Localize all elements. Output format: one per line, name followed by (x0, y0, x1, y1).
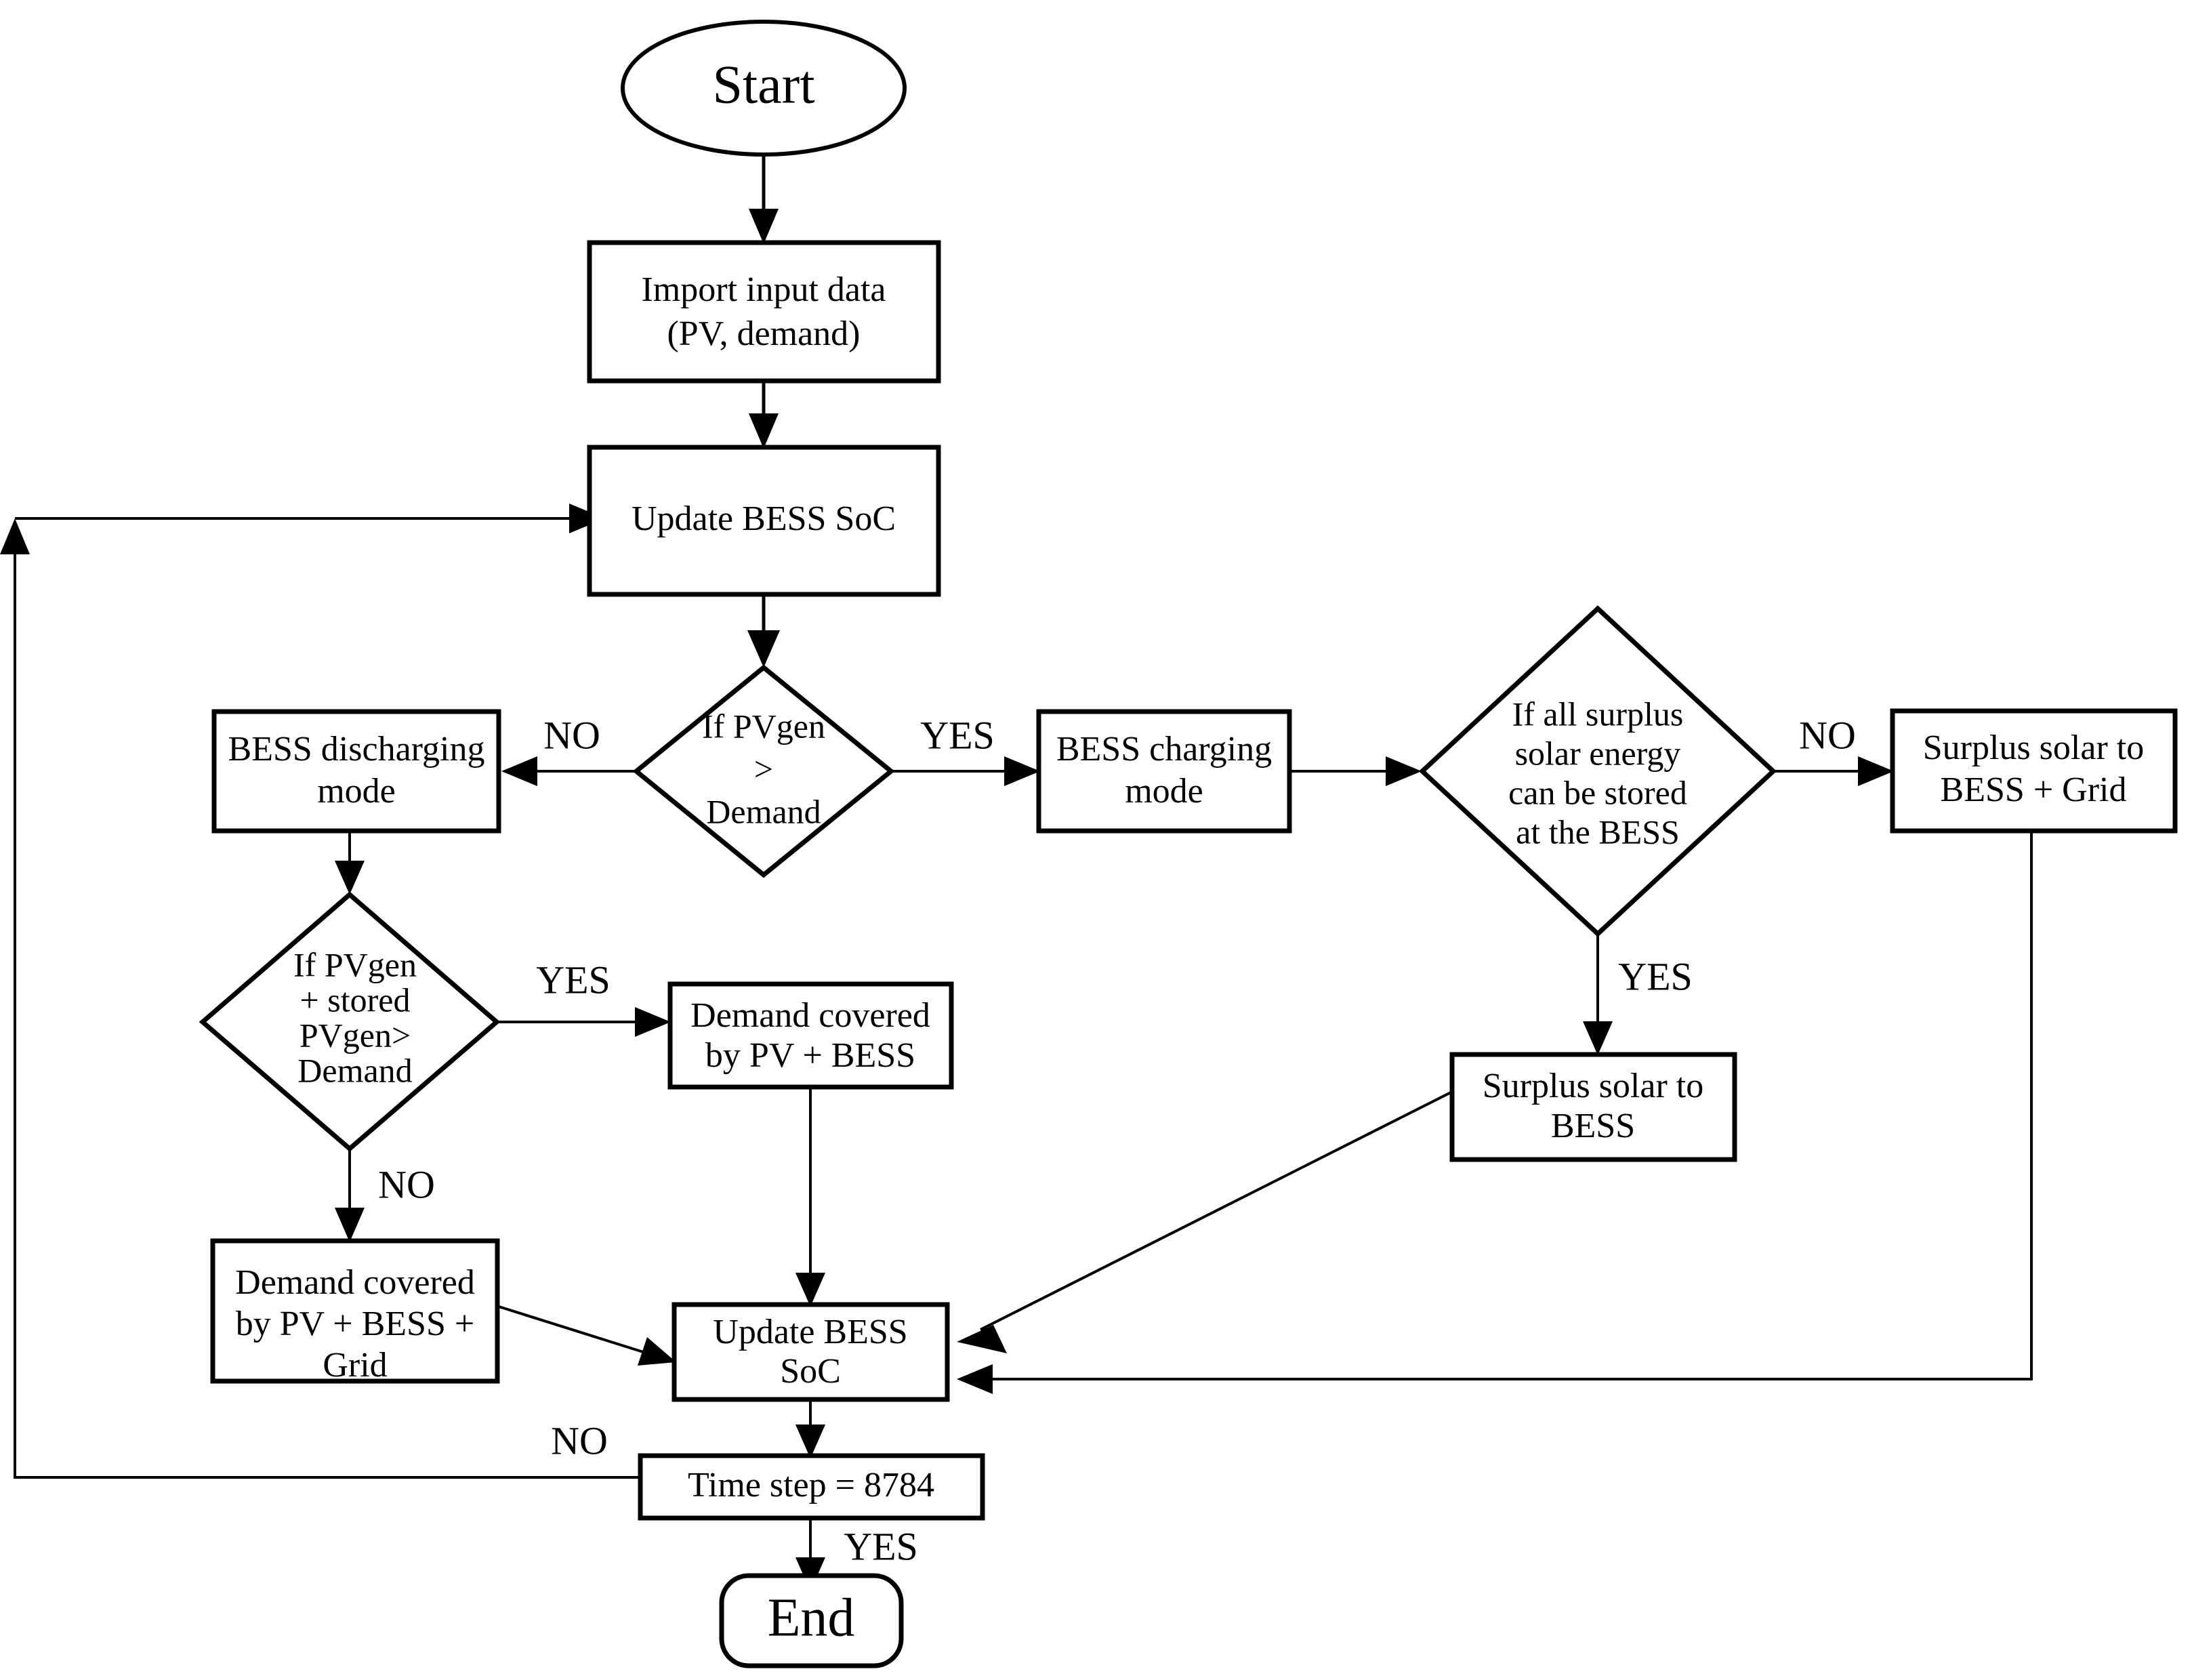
edge-decision3-yes-to-surplus-bess (1583, 933, 1613, 1055)
node-surplus-grid-line2: BESS + Grid (1941, 771, 2127, 809)
node-demand-grid-line2: by PV + BESS + (236, 1305, 474, 1343)
node-decision2-line2: + stored (300, 981, 411, 1019)
node-update-bess-soc-top[interactable]: Update BESS SoC (587, 445, 941, 597)
node-decision3-line4: at the BESS (1516, 813, 1680, 851)
node-bess-discharging-mode[interactable]: BESS discharging mode (211, 709, 501, 834)
edge-label-timestep-no: NO (551, 1418, 608, 1462)
node-surplus-bess-line1: Surplus solar to (1483, 1067, 1703, 1105)
node-decision2-line1: If PVgen (293, 945, 417, 983)
node-import-line2: (PV, demand) (667, 314, 860, 353)
edge-label-decision3-yes: YES (1618, 954, 1693, 998)
node-import-line1: Import input data (641, 270, 886, 309)
edge-updatesoc-to-decision1 (747, 594, 780, 668)
edge-demand-grid-to-updatesoc-bottom (496, 1305, 676, 1366)
edge-decision2-yes-to-demand-pvbess (497, 1007, 671, 1037)
node-end-label: End (768, 1588, 855, 1647)
node-discharging-line1: BESS discharging (228, 730, 485, 769)
edge-label-group: NO YES YES NO NO YES NO YES (378, 713, 1856, 1568)
node-decision-pvgen-stored[interactable]: If PVgen + stored PVgen> Demand (199, 891, 501, 1152)
node-demand-pvbess-line1: Demand covered (690, 996, 930, 1035)
edge-charging-to-decision3 (1287, 756, 1422, 786)
node-bess-charging-mode[interactable]: BESS charging mode (1036, 709, 1292, 834)
edge-decision2-no-to-demand-grid (335, 1148, 365, 1242)
node-demand-grid-line1: Demand covered (235, 1263, 475, 1302)
node-decision-pvgen-gt-demand[interactable]: If PVgen > Demand (632, 664, 895, 878)
edge-decision1-yes-to-charging (891, 756, 1040, 786)
node-update-soc-bottom-line2: SoC (780, 1352, 841, 1391)
node-charging-line2: mode (1125, 772, 1203, 811)
node-decision-surplus-stored[interactable]: If all surplus solar energy can be store… (1418, 605, 1777, 937)
edge-demand-pvbess-to-updatesoc-bottom (795, 1086, 825, 1307)
edge-label-decision1-yes: YES (920, 713, 995, 757)
node-time-step-label: Time step = 8784 (688, 1466, 934, 1504)
node-decision3-line2: solar energy (1515, 734, 1681, 772)
node-import-input-data[interactable]: Import input data (PV, demand) (587, 240, 941, 384)
edge-decision3-no-to-surplus-grid (1773, 756, 1894, 786)
edge-label-decision3-no: NO (1799, 713, 1856, 757)
node-decision1-line2: > (754, 750, 773, 787)
node-demand-pvbess-line2: by PV + BESS (705, 1036, 915, 1075)
node-decision1-line1: If PVgen (702, 707, 825, 745)
node-decision3-line1: If all surplus (1512, 695, 1684, 733)
node-start[interactable]: Start (621, 20, 907, 157)
node-start-label: Start (712, 55, 814, 115)
edge-import-to-updatesoc (749, 381, 779, 449)
edge-start-to-import (749, 149, 779, 244)
edge-surplus-grid-to-updatesoc-bottom (957, 831, 2033, 1394)
edge-label-timestep-yes: YES (844, 1524, 918, 1568)
node-charging-line1: BESS charging (1056, 730, 1272, 769)
node-demand-covered-pv-bess[interactable]: Demand covered by PV + BESS (667, 981, 954, 1090)
node-decision2-line3: PVgen> (299, 1016, 411, 1054)
node-surplus-solar-bess-grid[interactable]: Surplus solar to BESS + Grid (1890, 708, 2178, 834)
node-decision1-line3: Demand (706, 792, 821, 830)
node-surplus-bess-line2: BESS (1551, 1107, 1635, 1145)
node-time-step[interactable]: Time step = 8784 (638, 1453, 985, 1521)
node-surplus-solar-bess[interactable]: Surplus solar to BESS (1449, 1052, 1737, 1162)
node-decision2-line4: Demand (297, 1051, 412, 1089)
edge-surplus-bess-to-updatesoc-bottom (957, 1086, 1461, 1353)
edge-updatesoc-bottom-to-timestep (795, 1398, 825, 1458)
node-update-bess-soc-bottom[interactable]: Update BESS SoC (671, 1302, 950, 1402)
node-surplus-grid-line1: Surplus solar to (1923, 729, 2144, 767)
edge-label-decision2-no: NO (378, 1162, 435, 1206)
edge-discharging-to-decision2 (335, 829, 365, 895)
node-decision3-line3: can be stored (1508, 773, 1687, 811)
node-demand-covered-pv-bess-grid[interactable]: Demand covered by PV + BESS + Grid (210, 1238, 500, 1385)
edge-timestep-no-feedback (0, 504, 642, 1479)
edge-decision1-no-to-discharging (501, 756, 637, 786)
node-end[interactable]: End (719, 1573, 904, 1668)
node-update-soc-top-label: Update BESS SoC (632, 499, 896, 538)
edge-label-decision2-yes: YES (536, 958, 611, 1002)
edge-label-decision1-no: NO (543, 713, 600, 757)
node-demand-grid-line3: Grid (323, 1346, 387, 1385)
node-discharging-line2: mode (317, 772, 396, 811)
node-update-soc-bottom-line1: Update BESS (713, 1313, 907, 1351)
